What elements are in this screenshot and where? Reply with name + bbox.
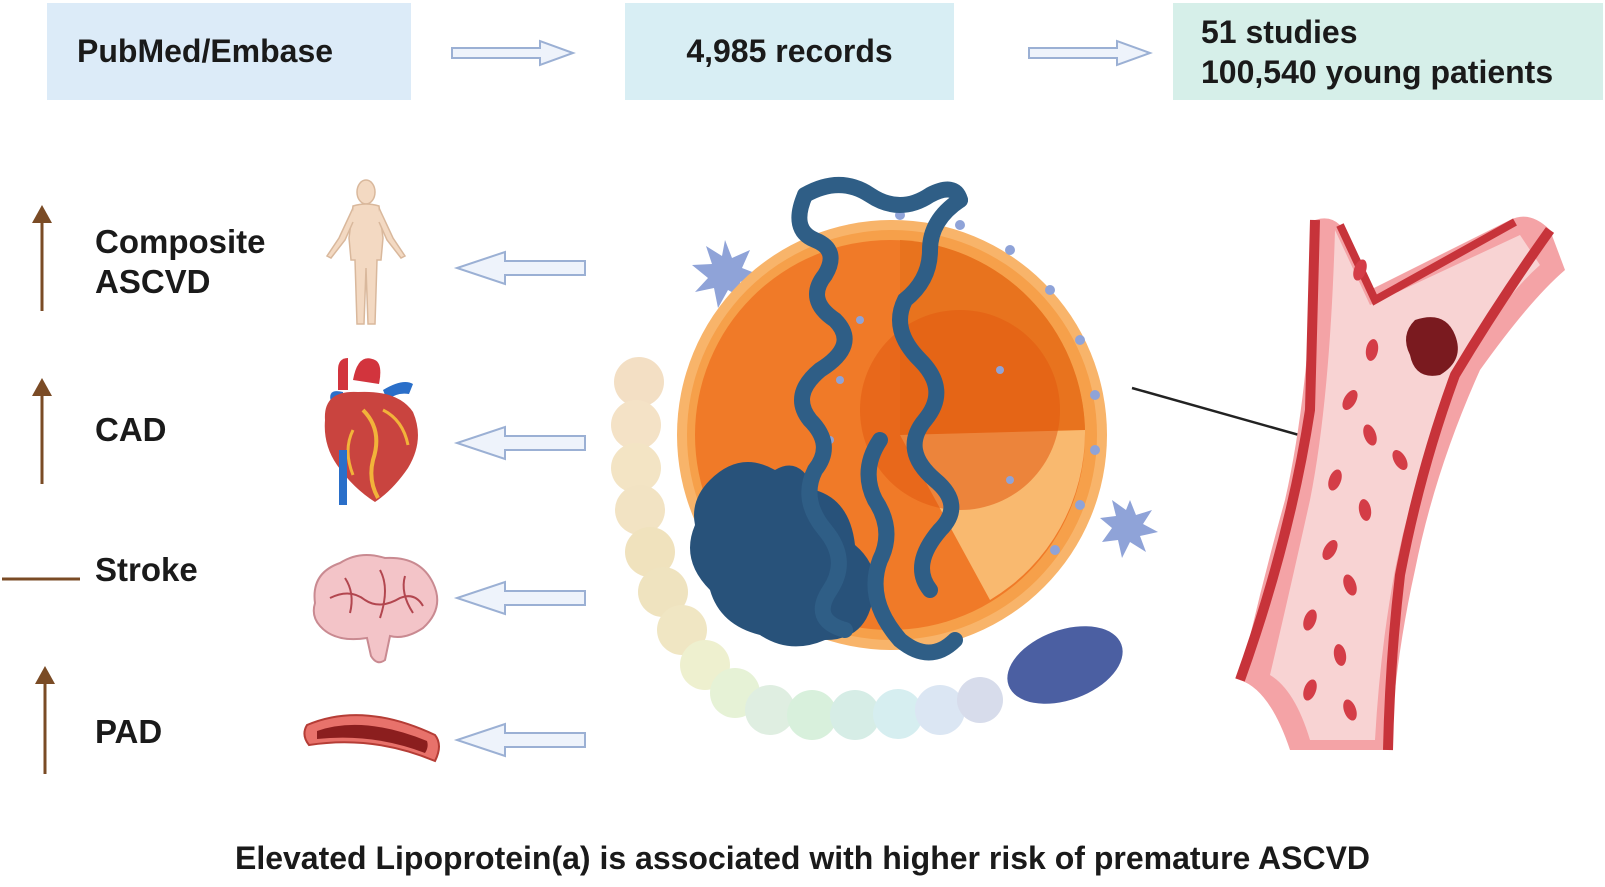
caption: Elevated Lipoprotein(a) is associated wi… bbox=[234, 840, 1371, 876]
trend-neutral-line-stroke bbox=[2, 577, 80, 581]
outcome-label-cad: CAD bbox=[95, 411, 167, 448]
outline-arrow-cad bbox=[453, 425, 586, 461]
studies-label: 51 studies bbox=[1201, 13, 1358, 50]
trend-up-arrow-composite bbox=[32, 205, 52, 311]
outcome-label-pad: PAD bbox=[95, 713, 163, 750]
kringle-chain bbox=[611, 357, 1003, 740]
lipoprotein-particle bbox=[611, 177, 1158, 740]
trend-up-arrow-pad bbox=[35, 666, 55, 774]
flow-arrow-1 bbox=[451, 39, 576, 67]
trend-up-arrow-cad bbox=[32, 378, 52, 484]
outline-arrow-stroke bbox=[453, 580, 586, 616]
outline-arrow-composite bbox=[453, 250, 586, 286]
blood-vessel-illustration bbox=[1235, 216, 1565, 751]
outline-arrow-pad bbox=[453, 722, 586, 758]
source-label: PubMed/Embase bbox=[77, 33, 334, 69]
patients-label: 100,540 young patients bbox=[1201, 53, 1554, 90]
brain-icon bbox=[312, 553, 439, 664]
records-box: 4,985 records bbox=[625, 3, 954, 100]
source-box: PubMed/Embase bbox=[47, 3, 411, 100]
studies-box: 51 studies 100,540 young patients bbox=[1173, 3, 1603, 100]
artery-icon bbox=[303, 714, 440, 763]
outcome-label-composite: Composite ASCVD bbox=[95, 223, 266, 300]
records-label: 4,985 records bbox=[686, 33, 893, 69]
outcome-label-stroke: Stroke bbox=[95, 551, 198, 588]
human-body-icon bbox=[325, 179, 407, 325]
heart-icon bbox=[324, 358, 418, 505]
flow-arrow-2 bbox=[1028, 39, 1153, 67]
